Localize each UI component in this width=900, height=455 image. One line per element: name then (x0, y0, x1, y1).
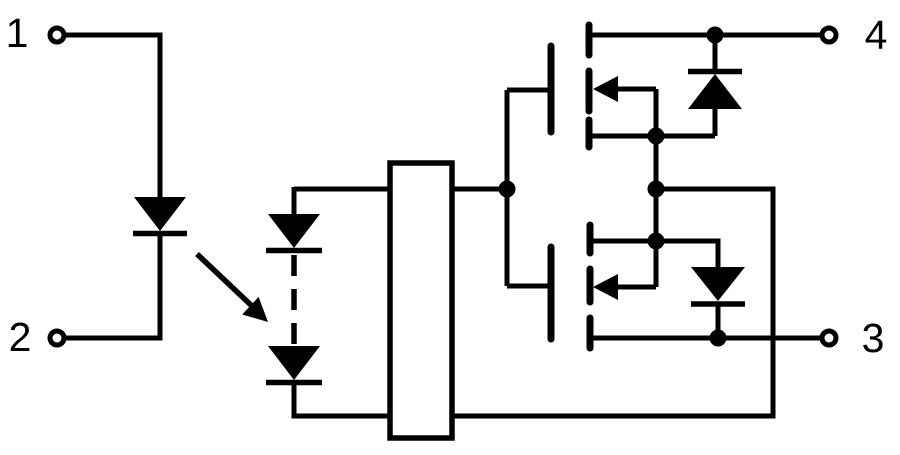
pin-1-label: 1 (6, 10, 29, 56)
junction-dot-pin4-line (706, 26, 724, 44)
junction-dot-top-source (647, 127, 665, 145)
pin-1-terminal (47, 25, 67, 45)
mosfet-top (547, 21, 820, 151)
mosfet-bottom-body-arrow (593, 274, 618, 300)
input-led-branch: 1 2 (6, 10, 187, 360)
mosfet-top-body-arrow (593, 76, 618, 102)
photodiode-2-triangle (268, 346, 320, 380)
pin-3-terminal (819, 328, 839, 348)
pin-4-label: 4 (865, 12, 888, 58)
body-diode-bottom (691, 267, 745, 347)
gate-bus (452, 87, 548, 289)
mosfet-bottom (547, 221, 820, 352)
body-diode-top-triangle (688, 74, 742, 109)
junction-dot-pin3-line (709, 329, 727, 347)
light-emission-arrow-icon (195, 252, 268, 322)
body-diode-bottom-triangle (691, 267, 745, 301)
pin-2-label: 2 (9, 314, 32, 360)
junction-dot-common (647, 180, 665, 198)
wire-bottom-drain-link (590, 238, 721, 267)
body-diode-top (688, 26, 742, 136)
wire-pin1-to-led (66, 32, 163, 197)
junction-dot-gatebus (498, 180, 516, 198)
common-node-rail (452, 89, 776, 419)
feedback-rail (452, 186, 776, 419)
emission-arrow-head (242, 296, 268, 322)
pin-2-terminal (47, 328, 67, 348)
control-circuit-block (387, 160, 455, 441)
output-pins: 4 3 (819, 12, 888, 361)
led-anode-triangle (134, 197, 186, 231)
wire-led-to-pin2 (66, 234, 163, 341)
photodiode-array (266, 186, 390, 419)
photodiode-1-triangle (268, 214, 320, 248)
wire-pd-bottom (291, 384, 390, 419)
pin-4-terminal (819, 25, 839, 45)
emission-arrow-shaft (195, 252, 255, 309)
pin-3-label: 3 (862, 315, 885, 361)
